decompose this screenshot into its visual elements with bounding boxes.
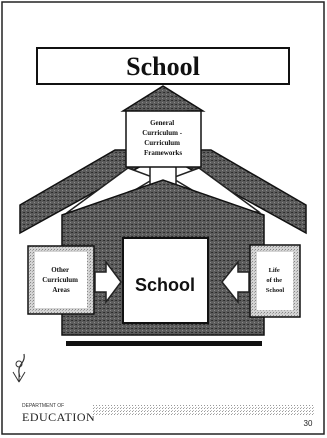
- right-to-center-arrow: [221, 259, 250, 305]
- life-of-school-text: Life of the School: [266, 267, 285, 294]
- general-curriculum-text: General Curriculum - Curriculum Framewor…: [142, 119, 184, 157]
- page-number: 30: [304, 419, 313, 428]
- general-curriculum-line-3: Curriculum: [144, 139, 180, 147]
- left-to-center-arrow: [94, 259, 122, 305]
- other-curriculum-line-3: Areas: [52, 286, 70, 294]
- foundation-line: [66, 341, 262, 346]
- other-curriculum-line-2: Curriculum: [42, 276, 78, 284]
- general-curriculum-line-1: General: [150, 119, 174, 127]
- other-curriculum-text: Other Curriculum Areas: [42, 266, 80, 294]
- center-school-text: School: [135, 275, 195, 295]
- general-curriculum-line-4: Frameworks: [144, 149, 182, 157]
- other-curriculum-line-1: Other: [51, 266, 69, 274]
- logo-small-text: DEPARTMENT OF: [22, 403, 64, 409]
- title-box: [36, 47, 290, 85]
- life-of-school-line-1: Life: [269, 267, 280, 274]
- education-logo: DEPARTMENT OF EDUCATION: [12, 353, 95, 424]
- life-of-school-line-3: School: [266, 287, 285, 294]
- center-school-box: [122, 237, 209, 324]
- logo-text: EDUCATION: [22, 410, 95, 424]
- footer-band: [92, 405, 314, 416]
- general-curriculum-box: [125, 110, 202, 168]
- general-curriculum-line-2: Curriculum -: [142, 129, 183, 137]
- title-text: School: [126, 52, 200, 81]
- life-of-school-line-2: of the: [266, 277, 282, 284]
